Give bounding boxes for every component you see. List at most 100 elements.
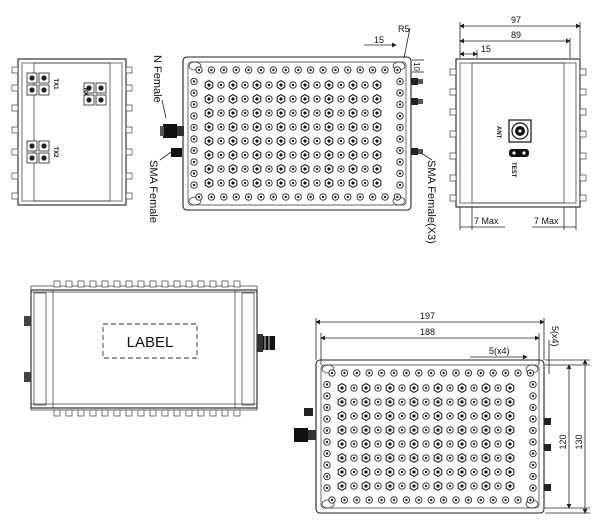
tuning-screw (385, 425, 395, 435)
screw-hole (217, 109, 225, 117)
tuning-screw (337, 467, 347, 477)
screw-hole (446, 440, 454, 448)
screw-hole (350, 468, 358, 476)
screw-hole (422, 398, 430, 406)
screw-hole (306, 66, 315, 74)
sma-female-connector (171, 148, 182, 157)
tuning-screw (433, 397, 443, 407)
screw-hole (217, 151, 225, 159)
tuning-screw (361, 453, 371, 463)
ant-label: ANT (495, 126, 501, 139)
screw-hole (190, 169, 198, 178)
screw-hole (415, 369, 423, 377)
dim-5x4-b: 5(x4) (550, 326, 560, 347)
screw-hole (427, 369, 435, 377)
tuning-screw (300, 164, 310, 174)
screw-hole (207, 193, 216, 201)
screw-hole (464, 369, 473, 377)
screw-hole (350, 412, 358, 420)
tuning-screw (252, 80, 262, 90)
screw-hole (190, 135, 198, 143)
screw-hole (377, 369, 386, 377)
side-pin (449, 88, 457, 96)
tuning-screw (348, 122, 358, 132)
tuning-screw (361, 397, 371, 407)
tuning-screw (228, 80, 238, 90)
screw-hole (313, 123, 321, 131)
screw-hole (494, 398, 502, 406)
side-pin (125, 104, 133, 112)
screw-hole (361, 165, 369, 173)
screw-hole (232, 193, 240, 201)
screw-hole (529, 403, 537, 412)
screw-hole (313, 165, 321, 173)
screw-hole (446, 468, 454, 476)
tuning-screw (300, 122, 310, 132)
screw-hole (220, 66, 228, 74)
front-view: LABEL (24, 280, 275, 417)
screw-hole (313, 95, 321, 103)
screw-hole (526, 496, 535, 504)
sma-female-label: SMA Female (147, 160, 159, 223)
tuning-screw (324, 94, 334, 104)
screw-hole (396, 77, 404, 86)
dim-188: 188 (420, 327, 435, 337)
screw-hole (422, 454, 430, 462)
bottom-pin (233, 409, 241, 417)
screw-hole (494, 384, 502, 392)
screw-hole (328, 369, 336, 377)
screw-hole (470, 468, 478, 476)
bottom-pin (89, 409, 97, 417)
tuning-screw (204, 94, 214, 104)
dim-15-top: 15 (374, 35, 384, 45)
screw-hole (396, 158, 404, 166)
tuning-screw (252, 150, 262, 160)
tuning-screw (324, 150, 334, 160)
tuning-screw (361, 481, 371, 491)
screw-hole (289, 109, 297, 117)
screw-hole (350, 482, 358, 490)
tuning-screw (385, 439, 395, 449)
screw-hole (294, 66, 302, 74)
tuning-screw (252, 136, 262, 146)
screw-hole (422, 440, 430, 448)
screw-hole (415, 496, 423, 504)
screw-hole (241, 109, 249, 117)
screw-hole (265, 151, 273, 159)
screw-hole (422, 384, 430, 392)
top-pin (137, 280, 145, 288)
top-pin (53, 280, 61, 288)
screw-hole (313, 137, 321, 145)
screw-hole (374, 384, 382, 392)
screw-hole (494, 440, 502, 448)
side-pin (11, 66, 19, 74)
side-pin (449, 130, 457, 138)
screw-hole (374, 412, 382, 420)
screw-hole (337, 123, 345, 131)
top-pin (149, 280, 157, 288)
screw-hole (529, 472, 537, 481)
screw-hole (306, 193, 315, 201)
tuning-screw (337, 411, 347, 421)
screw-hole (289, 95, 297, 103)
screw-hole (396, 89, 404, 97)
screw-hole (265, 95, 273, 103)
side-pin (579, 68, 587, 76)
screw-hole (289, 165, 297, 173)
tuning-screw (228, 150, 238, 160)
side-pin (125, 126, 133, 134)
tuning-screw (433, 425, 443, 435)
tuning-screw (324, 178, 334, 188)
screw-hole (402, 369, 411, 377)
screw-hole (265, 179, 273, 187)
tuning-screw (457, 481, 467, 491)
rx-label: RX (82, 88, 88, 96)
screw-hole (494, 468, 502, 476)
screw-hole (396, 146, 404, 155)
screw-hole (446, 426, 454, 434)
screw-hole (489, 369, 497, 377)
left-side-view: TX1 RX TX2 (11, 58, 133, 206)
screw-hole (350, 440, 358, 448)
tuning-screw (348, 94, 358, 104)
top-pin (185, 280, 193, 288)
